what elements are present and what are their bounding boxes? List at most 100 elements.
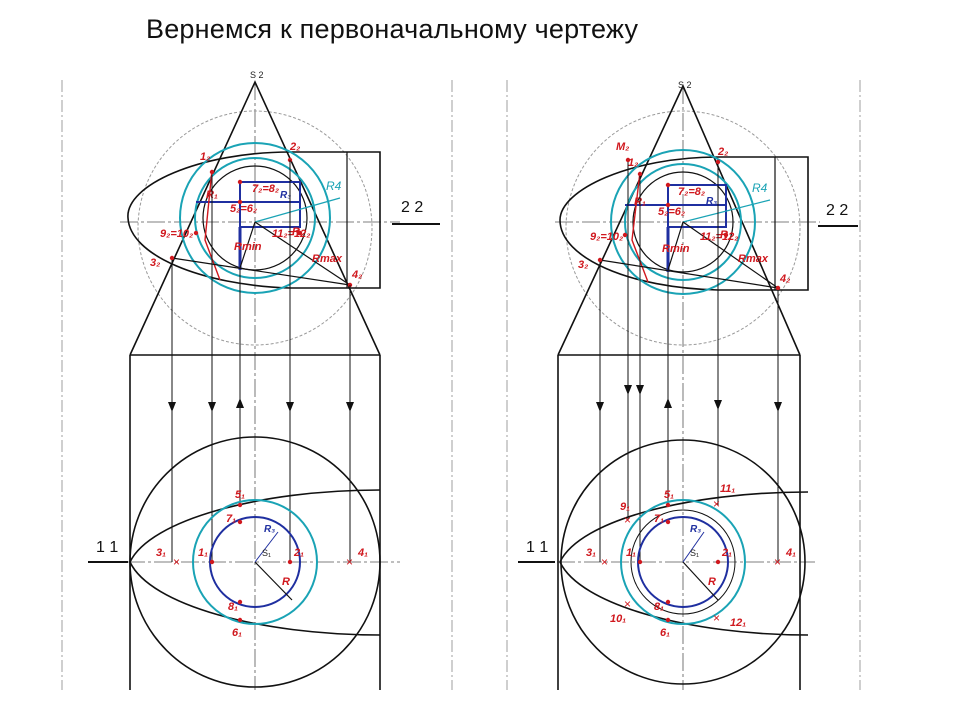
right-label-1112: 11₂=12₂: [700, 231, 738, 243]
right-plan-11: 11₁: [720, 483, 735, 495]
left-plan-r: R: [282, 576, 290, 588]
left-label-rmin: Rmin: [234, 241, 262, 253]
left-rmax-line: [254, 221, 351, 286]
right-plan-s1: S₁: [690, 548, 699, 558]
right-plan-1: 1₁: [626, 547, 636, 559]
right-label-rmin: Rmin: [662, 243, 690, 255]
right-plan-3: 3₁: [586, 547, 596, 559]
right-plan-circle: [560, 439, 806, 685]
right-label-m2: M₂: [616, 141, 629, 153]
left-plan-7: 7₁: [226, 513, 236, 525]
left-plan-prism: [129, 489, 381, 636]
left-sphere-outline: [137, 110, 373, 346]
right-prism-front: [718, 156, 809, 291]
left-rmin-line: [239, 221, 256, 269]
right-black-circle: [632, 171, 734, 273]
right-x-9: ×: [624, 513, 631, 527]
left-plan-points: [209, 502, 293, 623]
left-label-4: 4₂: [351, 269, 362, 281]
left-label-r4: R4: [326, 179, 342, 193]
right-plan-r: R: [708, 576, 716, 588]
right-teal-circle-outer: [610, 149, 756, 295]
right-label-1: 1₂: [628, 157, 638, 169]
left-label-78: 7₂=8₂: [252, 183, 279, 195]
right-red-curve: [631, 171, 649, 283]
slide-title: Вернемся к первоначальному чертежу: [146, 14, 639, 44]
right-plan-radius-r3: [682, 531, 705, 563]
right-plan-prism: [559, 491, 809, 636]
right-x-11: ×: [713, 497, 720, 511]
left-label-2: 2₂: [289, 141, 300, 153]
right-plan-4: 4₁: [785, 547, 796, 559]
left-plan-5: 5₁: [235, 489, 245, 501]
left-label-3: 3₂: [150, 257, 160, 269]
right-plane1-label: 1 1: [526, 539, 548, 556]
right-plan-5: 5₁: [664, 489, 674, 501]
right-label-rmax: Rmax: [738, 253, 769, 265]
left-prism-front: [290, 151, 381, 289]
right-plan-teal-circle: [620, 499, 746, 625]
left-plan-8: 8₁: [228, 601, 238, 613]
left-label-56: 5₂=6₂: [230, 203, 257, 215]
right-label-s2: S 2: [678, 80, 692, 90]
right-x-3: ×: [601, 555, 608, 569]
left-label-r3: R₃: [280, 190, 291, 201]
left-plan-2: 2₁: [293, 547, 304, 559]
right-line-3-4: [599, 259, 779, 289]
right-rmin-line: [667, 221, 684, 271]
right-plan-black-circle: [630, 509, 736, 615]
right-prism-curve: [559, 156, 719, 291]
left-teal-circle-outer: [179, 142, 331, 294]
right-x-4: ×: [774, 555, 781, 569]
left-label-s2: S 2: [250, 70, 264, 80]
left-line-3-4: [171, 257, 351, 286]
right-projection-lines: [599, 162, 779, 562]
left-plan-s1: S₁: [262, 548, 271, 558]
right-label-3: 3₂: [578, 259, 588, 271]
left-plan-1: 1₁: [198, 547, 208, 559]
right-plan-2: 2₁: [721, 547, 732, 559]
left-label-r: R: [292, 226, 300, 238]
right-plan-9: 9₁: [620, 501, 630, 513]
right-plan-10: 10₁: [610, 613, 626, 625]
left-x-3: ×: [173, 555, 180, 569]
right-teal-radius: [682, 199, 771, 223]
left-plan-4: 4₁: [357, 547, 368, 559]
left-plan-6: 6₁: [232, 627, 242, 639]
right-plan-r3: R₃: [690, 524, 701, 535]
right-plan-6: 6₁: [660, 627, 670, 639]
right-x-12: ×: [713, 611, 720, 625]
left-label-rmax: Rmax: [312, 253, 343, 265]
right-label-2: 2₂: [717, 146, 728, 158]
right-drawing: S 2 M₂ 1₂ 2₂ 3₂ 4₂ 7₂=8₂ 5₂=6₂ 9₂=10₂ 11…: [506, 80, 861, 690]
right-sphere-outline: [565, 110, 801, 346]
right-label-4: 4₂: [779, 273, 790, 285]
right-teal-circle-inner: [624, 163, 742, 281]
right-plan-7: 7₁: [654, 513, 664, 525]
right-cone-front: [557, 84, 801, 356]
left-teal-circle-inner: [194, 157, 316, 279]
left-teal-radius: [254, 197, 341, 223]
left-label-1: 1₂: [200, 151, 210, 163]
right-plan-8: 8₁: [654, 601, 664, 613]
right-x-10: ×: [624, 597, 631, 611]
left-plane1-label: 1 1: [96, 539, 118, 556]
left-plan-r3: R₃: [264, 524, 275, 535]
left-plan-teal-circle: [192, 499, 318, 625]
left-red-curve: [204, 169, 221, 281]
left-projection-arrows: [168, 398, 354, 412]
right-label-r4: R4: [752, 181, 768, 195]
right-plane-label: 2 2: [826, 202, 848, 219]
right-plan-radius: [682, 561, 719, 601]
right-front-points: [597, 157, 781, 291]
left-plan-radius: [254, 561, 293, 601]
right-rmax-line: [682, 221, 779, 289]
left-plan-radius-r3: [254, 531, 279, 563]
right-label-r: R: [720, 229, 728, 241]
right-label-56: 5₂=6₂: [658, 206, 685, 218]
left-drawing: S 2 1₂ 2₂ 3₂ 4₂ 7₂=8₂ 5₂=6₂ 9₂=10₂ 11₂=1…: [61, 70, 453, 690]
right-label-r3: R₃: [706, 196, 717, 207]
right-projection-arrows: [596, 385, 782, 412]
right-plan-points: [637, 502, 721, 623]
